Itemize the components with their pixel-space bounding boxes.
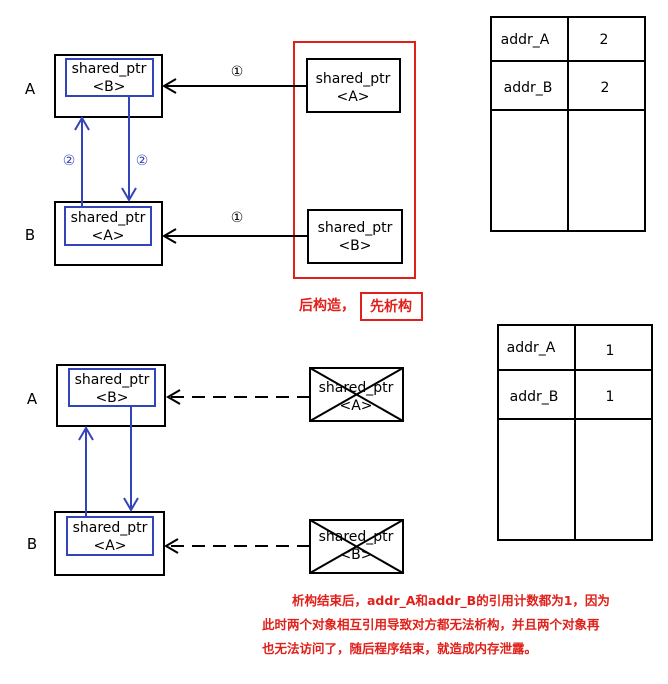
top-ext-ptr-a-line1: shared_ptr xyxy=(316,71,391,87)
top-label-a: A xyxy=(25,80,36,98)
bottom-object-a-box xyxy=(56,364,166,427)
bottom-ext-ptr-a-cross-2 xyxy=(309,367,404,422)
bottom-object-b-box xyxy=(54,511,165,576)
bottom-object-b-member-line2: <A> xyxy=(93,538,126,554)
bottom-object-b-member-line1: shared_ptr xyxy=(73,520,148,536)
bottom-object-a-member-box xyxy=(68,368,156,407)
bottom-object-a-member-line2: <B> xyxy=(95,390,128,406)
bottom-object-b-member-box xyxy=(66,516,154,556)
top-table-count-a: 2 xyxy=(600,32,609,48)
top-ext-a-arrowhead xyxy=(162,78,177,94)
bottom-ext-a-arrowhead xyxy=(166,389,181,405)
top-step2-left: ② xyxy=(63,153,76,169)
top-step1-a: ① xyxy=(231,64,244,80)
top-caption-prefix: 后构造， xyxy=(299,297,355,314)
bottom-table-count-a: 1 xyxy=(606,343,615,359)
bottom-ext-ptr-a-line2: <A> xyxy=(339,398,372,414)
top-object-a-member-line2: <B> xyxy=(92,79,125,95)
top-object-a-member-line1: shared_ptr xyxy=(72,61,147,77)
bottom-ref-b-to-a-arrowhead xyxy=(78,426,94,441)
bottom-table-count-b: 1 xyxy=(606,389,615,405)
bottom-object-a-member-line1: shared_ptr xyxy=(75,372,150,388)
top-table-name-a: addr_A xyxy=(501,32,550,48)
bottom-ext-ptr-a-box xyxy=(309,367,404,422)
top-ref-a-to-b-arrowhead xyxy=(121,187,137,202)
top-label-b: B xyxy=(25,226,35,244)
top-ext-ptr-b-line1: shared_ptr xyxy=(318,220,393,236)
bottom-table-name-b: addr_B xyxy=(510,389,559,405)
bottom-ext-ptr-b-line2: <B> xyxy=(339,547,372,563)
bottom-ref-a-to-b-arrowhead xyxy=(123,497,139,512)
top-object-b-member-box xyxy=(64,206,152,246)
top-object-b-member-line2: <A> xyxy=(91,228,124,244)
top-object-b-box xyxy=(54,201,163,266)
bottom-label-a: A xyxy=(27,390,38,408)
top-table-count-b: 2 xyxy=(601,80,610,96)
top-caption-boxed: 先析构 xyxy=(370,298,412,315)
top-step2-right: ② xyxy=(136,153,149,169)
bottom-label-b: B xyxy=(27,535,37,553)
top-object-a-box xyxy=(54,54,163,118)
top-ext-ptr-b-box xyxy=(307,209,403,264)
bottom-ext-ptr-b-line1: shared_ptr xyxy=(319,529,394,545)
bottom-note-line-2: 此时两个对象相互引用导致对方都无法析构，并且两个对象再 xyxy=(262,617,600,632)
top-object-a-member-box xyxy=(65,58,154,97)
bottom-note-line-3: 也无法访问了，随后程序结束，就造成内存泄露。 xyxy=(262,641,537,656)
top-object-b-member-line1: shared_ptr xyxy=(71,210,146,226)
top-caption-highlight-box xyxy=(360,292,423,321)
top-table-name-b: addr_B xyxy=(504,80,553,96)
top-ext-b-arrowhead xyxy=(162,228,177,244)
top-step1-b: ① xyxy=(231,210,244,226)
bottom-table-name-a: addr_A xyxy=(507,340,556,356)
top-ext-ptr-b-line2: <B> xyxy=(338,238,371,254)
top-ref-b-to-a-arrowhead xyxy=(74,116,90,131)
bottom-note-line-1: 析构结束后，addr_A和addr_B的引用计数都为1，因为 xyxy=(292,593,610,609)
top-ext-ptr-a-line2: <A> xyxy=(336,89,369,105)
top-external-ptrs-frame xyxy=(293,41,416,279)
bottom-ext-ptr-b-cross-2 xyxy=(309,519,404,574)
bottom-ext-b-arrowhead xyxy=(164,538,179,554)
